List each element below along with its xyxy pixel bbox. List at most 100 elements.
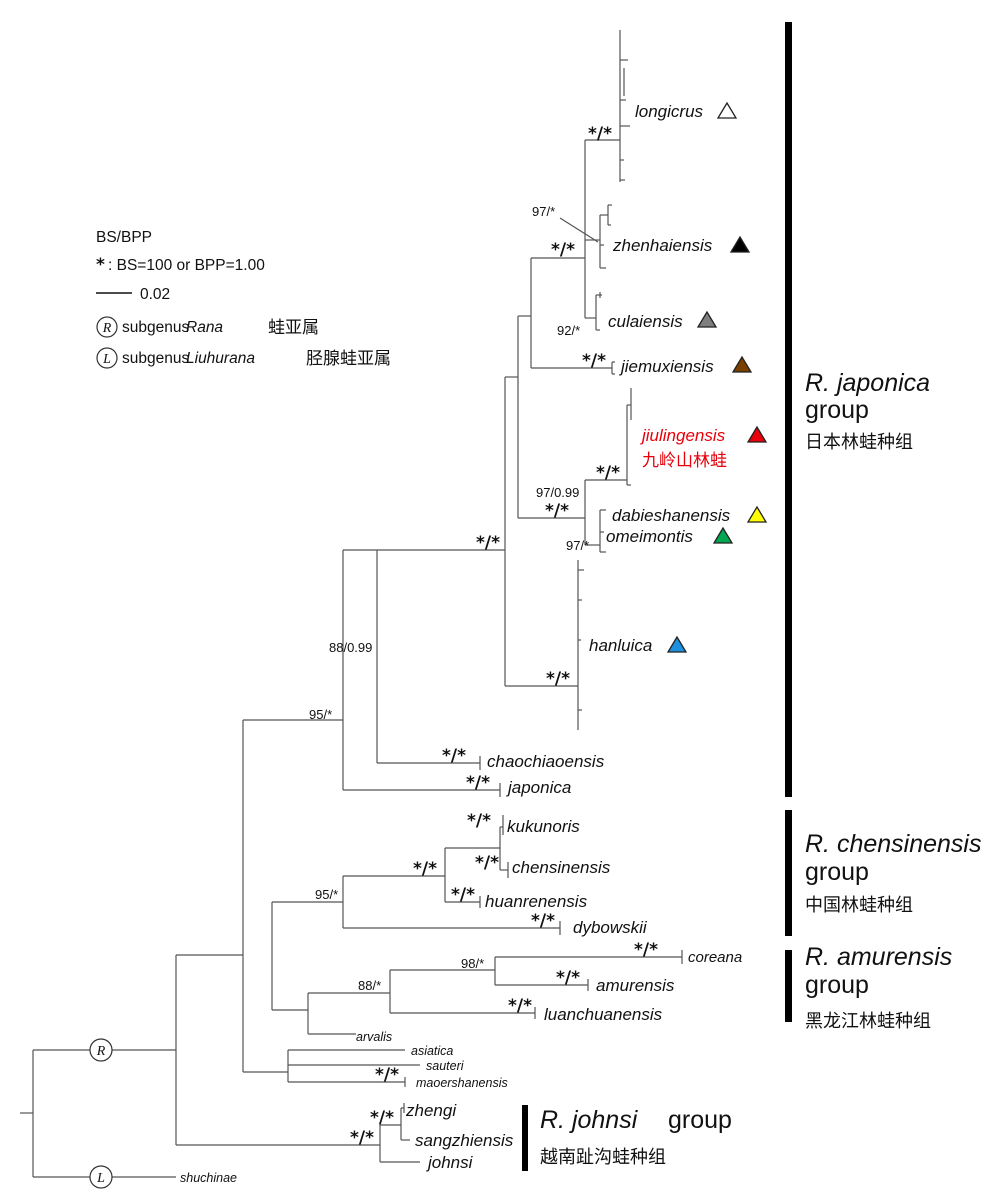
support-chaochiao: */* <box>442 746 466 766</box>
taxon-amurensis: amurensis <box>596 976 675 995</box>
support-chensinensis: */* <box>475 853 499 873</box>
group-label-johnsi: R. johnsi group 越南趾沟蛙种组 <box>540 1106 732 1168</box>
legend-scale-value: 0.02 <box>140 286 170 303</box>
support-zhen-97: 97/* <box>532 204 555 219</box>
group-label-chensinensis: R. chensinensis group 中国林蛙种组 <box>805 830 981 916</box>
support-maoershan: */* <box>375 1065 399 1085</box>
support-japonica: */* <box>466 773 490 793</box>
taxon-johnsi: johnsi <box>426 1153 474 1172</box>
triangle-zhenhaiensis-icon <box>729 235 751 253</box>
triangle-jiulingensis-icon <box>746 425 768 443</box>
taxon-omeimontis: omeimontis <box>606 527 693 546</box>
support-95b: 95/* <box>315 887 338 902</box>
taxon-shuchinae: shuchinae <box>180 1171 237 1185</box>
support-kukunoris: */* <box>467 811 491 831</box>
taxon-japonica: japonica <box>506 778 571 797</box>
support-luanchuan: */* <box>508 996 532 1016</box>
svg-text:R. chensinensis: R. chensinensis <box>805 830 981 858</box>
taxon-maoershanensis: maoershanensis <box>416 1076 508 1090</box>
svg-text:subgenus: subgenus <box>122 319 189 336</box>
svg-text:L: L <box>102 352 111 367</box>
svg-text:R: R <box>102 321 112 336</box>
taxon-chensinensis: chensinensis <box>512 858 611 877</box>
group-label-japonica: R. japonica group 日本林蛙种组 <box>805 369 930 453</box>
support-ome-97: 97/* <box>566 538 589 553</box>
svg-text:胫腺蛙亚属: 胫腺蛙亚属 <box>306 349 391 369</box>
svg-text:蛙亚属: 蛙亚属 <box>268 318 319 338</box>
svg-text:subgenus: subgenus <box>122 350 189 367</box>
legend-star: * <box>96 255 105 275</box>
taxon-arvalis: arvalis <box>356 1030 392 1044</box>
taxon-zhenhaiensis: zhenhaiensis <box>612 236 713 255</box>
triangle-culaiensis-icon <box>696 310 718 328</box>
svg-text:group: group <box>805 396 869 424</box>
triangle-hanluica-icon <box>666 635 688 653</box>
support-88-099: 88/0.99 <box>329 640 372 655</box>
support-zhengi: */* <box>370 1108 394 1128</box>
taxon-huanrenensis: huanrenensis <box>485 892 588 911</box>
support-jiul: */* <box>596 463 620 483</box>
legend-support-title: BS/BPP <box>96 229 152 246</box>
support-dybowskii: */* <box>531 911 555 931</box>
subgenus-liuhurana-marker: L <box>89 1165 113 1189</box>
support-zhen-node: */* <box>551 240 575 260</box>
support-johnsi-grp: */* <box>350 1128 374 1148</box>
legend-star-meaning: : BS=100 or BPP=1.00 <box>108 257 265 274</box>
svg-text:越南趾沟蛙种组: 越南趾沟蛙种组 <box>540 1147 666 1168</box>
support-88: 88/* <box>358 978 381 993</box>
support-longicrus: */* <box>588 124 612 144</box>
group-bars <box>522 22 792 1171</box>
taxon-longicrus: longicrus <box>635 102 704 121</box>
support-huanren: */* <box>451 885 475 905</box>
taxon-asiatica: asiatica <box>411 1044 453 1058</box>
taxon-dabieshanensis: dabieshanensis <box>612 506 731 525</box>
svg-text:Rana: Rana <box>186 319 223 336</box>
taxon-hanluica: hanluica <box>589 636 652 655</box>
support-jiem: */* <box>582 351 606 371</box>
support-values: */* 97/* */* 92/* */* */* 97/0.99 */* 97… <box>309 124 658 1148</box>
taxon-labels: longicrus zhenhaiensis culaiensis jiemux… <box>180 102 742 1185</box>
support-amurensis: */* <box>556 968 580 988</box>
taxon-luanchuanensis: luanchuanensis <box>544 1005 663 1024</box>
svg-text:R. amurensis: R. amurensis <box>805 943 952 971</box>
support-coreana: */* <box>634 940 658 960</box>
triangle-longicrus-icon <box>716 101 738 119</box>
taxon-jiulingensis-cn: 九岭山林蛙 <box>642 451 727 471</box>
taxon-chaochiaoensis: chaochiaoensis <box>487 752 605 771</box>
triangle-dabieshanensis-icon <box>746 505 768 523</box>
svg-text:R. japonica: R. japonica <box>805 369 930 397</box>
svg-text:中国林蛙种组: 中国林蛙种组 <box>805 895 913 916</box>
subgenus-rana-marker: R <box>89 1038 113 1062</box>
svg-text:Liuhurana: Liuhurana <box>186 350 255 367</box>
legend: BS/BPP * : BS=100 or BPP=1.00 0.02 R sub… <box>96 229 391 369</box>
support-dab: */* <box>545 501 569 521</box>
svg-text:日本林蛙种组: 日本林蛙种组 <box>805 432 913 453</box>
taxon-kukunoris: kukunoris <box>507 817 580 836</box>
support-hanluica: */* <box>546 669 570 689</box>
triangle-markers <box>666 101 768 653</box>
svg-text:group: group <box>668 1106 732 1134</box>
taxon-jiemuxiensis: jiemuxiensis <box>619 357 714 376</box>
support-98: 98/* <box>461 956 484 971</box>
taxon-dybowskii: dybowskii <box>573 918 648 937</box>
support-97-099: 97/0.99 <box>536 485 579 500</box>
triangle-omeimontis-icon <box>712 526 734 544</box>
taxon-jiulingensis: jiulingensis <box>640 426 726 445</box>
support-95: 95/* <box>309 707 332 722</box>
svg-text:group: group <box>805 971 869 999</box>
group-label-amurensis: R. amurensis group 黑龙江林蛙种组 <box>805 943 952 1032</box>
svg-text:R: R <box>96 1044 106 1059</box>
taxon-sauteri: sauteri <box>426 1059 465 1073</box>
svg-text:L: L <box>96 1171 105 1186</box>
svg-text:R. johnsi: R. johnsi <box>540 1106 639 1134</box>
support-chens-grp: */* <box>413 859 437 879</box>
tree-branches <box>20 30 683 1178</box>
support-cul-92: 92/* <box>557 323 580 338</box>
taxon-coreana: coreana <box>688 949 742 966</box>
triangle-jiemuxiensis-icon <box>731 355 753 373</box>
taxon-sangzhiensis: sangzhiensis <box>415 1131 514 1150</box>
svg-text:group: group <box>805 858 869 886</box>
support-japgrp: */* <box>476 533 500 553</box>
svg-text:黑龙江林蛙种组: 黑龙江林蛙种组 <box>805 1011 931 1032</box>
